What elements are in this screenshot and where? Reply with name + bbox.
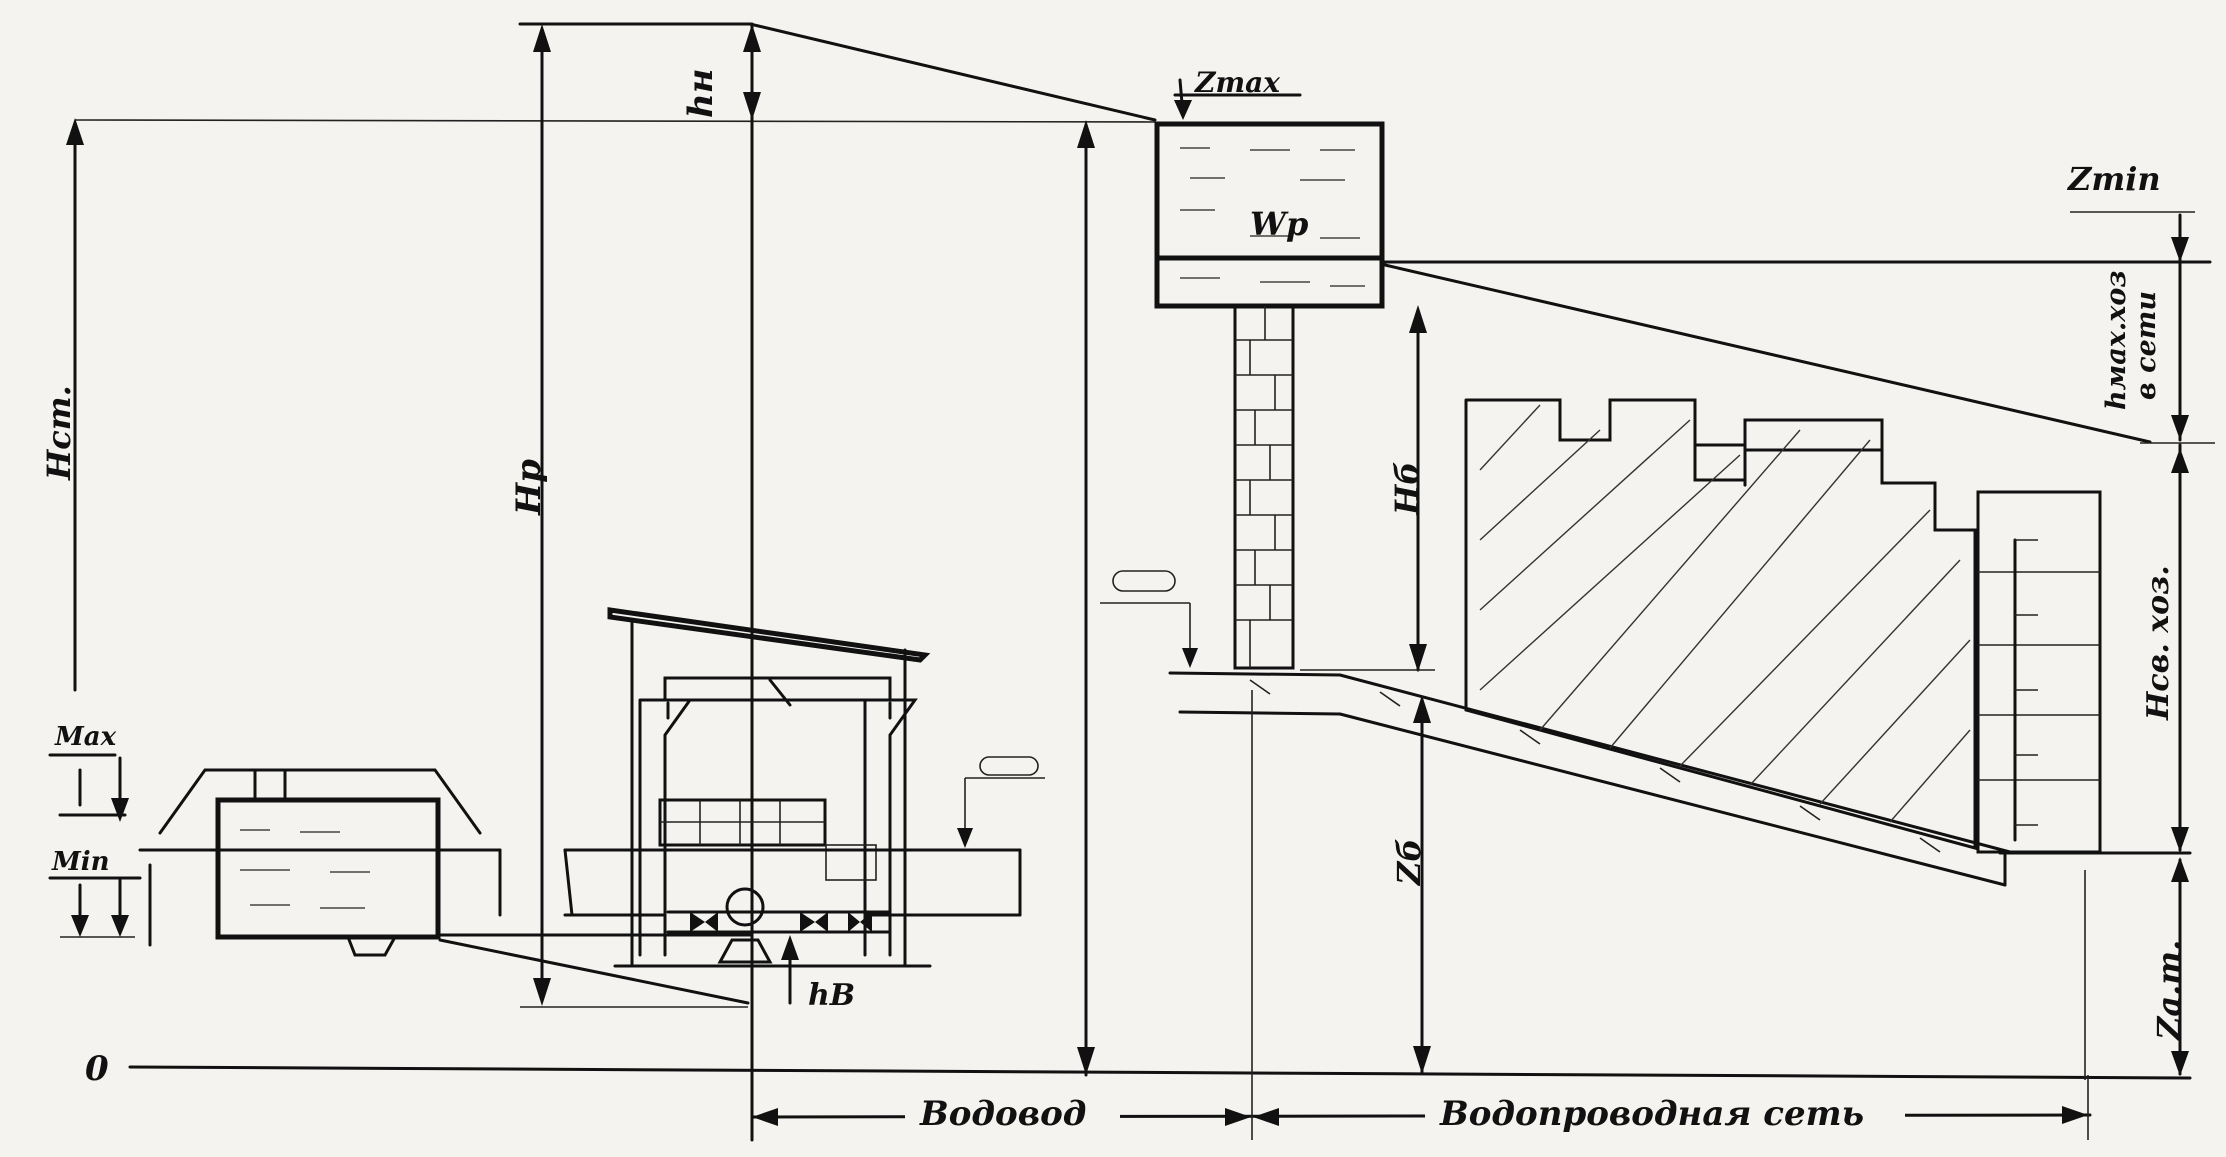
hb-dimension	[1300, 305, 1435, 672]
vodovod-label-bg	[905, 1090, 1120, 1130]
piezometric-lines	[74, 22, 2215, 444]
hsv-koz-label: Hсв. хоз.	[2141, 565, 2176, 721]
tower-height-dimension	[1077, 120, 1095, 1077]
hb-label: Hб	[1388, 462, 1426, 516]
pump-ground-marker	[957, 756, 1045, 848]
tower-ground-marker	[1100, 570, 1198, 668]
zat-label: Za.т.	[2150, 940, 2188, 1042]
datum-zero-label: 0	[85, 1049, 109, 1089]
zat-dimension	[2171, 857, 2189, 1076]
zb-label: Zб	[1390, 839, 1428, 887]
hsv-koz-dimension	[2171, 443, 2189, 852]
network-label-bg	[1425, 1090, 1905, 1130]
right-ground	[1998, 851, 2192, 1080]
hp-dimension	[520, 24, 748, 1008]
max-min-markers	[48, 753, 142, 938]
hn-dimension	[743, 22, 761, 1142]
hn-label: hн	[681, 68, 721, 118]
hp-label: Hp	[509, 459, 549, 516]
hmax-koz-label-line1: hмах.хоз	[2101, 270, 2132, 410]
hmax-koz-label-line2: в сети	[2131, 291, 2162, 400]
high-rise-building	[1976, 490, 2102, 854]
zmax-label: Zmax	[1194, 66, 1280, 99]
min-label: Min	[51, 847, 110, 877]
reservoir	[138, 768, 502, 957]
sloped-ground	[1168, 671, 2012, 887]
hst-label: Hст.	[40, 385, 78, 481]
hmax-koz-dimension	[2171, 213, 2189, 442]
vodovod-label: Водовод	[919, 1094, 1086, 1134]
wp-label: Wp	[1250, 205, 1308, 243]
zmax-marker	[1173, 78, 1302, 120]
vodoprovodnaya-set-label: Водопроводная сеть	[1439, 1094, 1864, 1134]
town-buildings	[1464, 398, 1977, 850]
hv-label: hB	[808, 978, 855, 1013]
zmin-label: Zmin	[2066, 160, 2161, 198]
pump-unit	[666, 887, 892, 964]
datum-line	[128, 1065, 2192, 1080]
suction-pipe	[438, 933, 752, 1005]
max-label: Max	[54, 722, 117, 752]
zb-dimension	[1413, 695, 1431, 1074]
hst-dimension	[66, 118, 84, 692]
water-tower-column	[1233, 304, 1295, 670]
hv-dimension	[781, 935, 799, 1005]
